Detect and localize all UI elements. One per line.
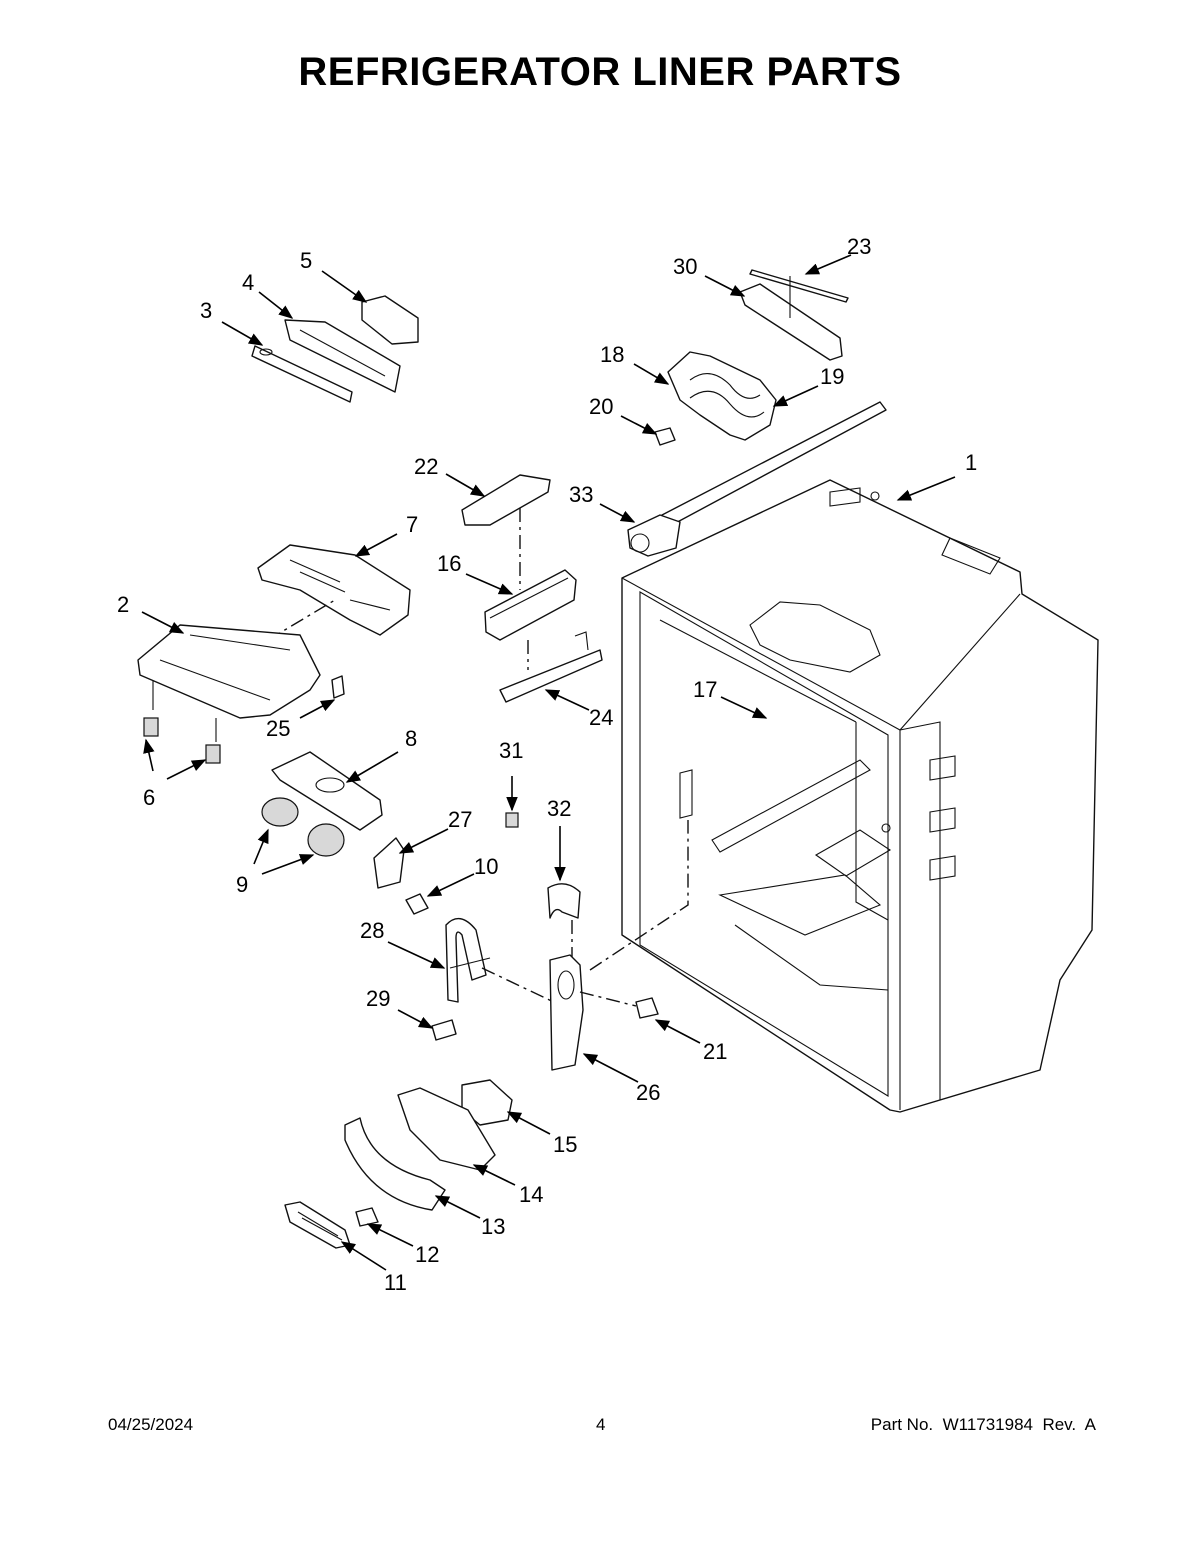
part-14-shroud [397,1087,496,1171]
callout-7: 7 [406,512,418,537]
callout-16: 16 [437,551,461,576]
callout-9: 9 [236,872,248,897]
callout-13: 13 [481,1214,505,1239]
part-18-heater [667,351,777,441]
part-27-bracket [373,837,405,889]
page-title: REFRIGERATOR LINER PARTS [298,50,902,94]
callout-1: 1 [965,450,977,475]
part-6-clip-a [143,717,159,737]
part-22-bracket [461,474,551,526]
callout-25: 25 [266,716,290,741]
callout-19: 19 [820,364,844,389]
part-10-clip [405,893,429,915]
callout-23: 23 [847,234,871,259]
callout-26: 26 [636,1080,660,1105]
footer-date: 04/25/2024 [108,1415,194,1434]
callout-28: 28 [360,918,384,943]
part-8-housing [271,751,383,831]
callout-30: 30 [673,254,697,279]
callout-27: 27 [448,807,472,832]
assembly-line-26-1 [589,820,689,971]
callout-2: 2 [117,592,129,617]
leader-arrows [141,254,956,1271]
callout-20: 20 [589,394,613,419]
callout-3: 3 [200,298,212,323]
part-20-screw [654,427,676,446]
part-7-air-tower [257,544,411,636]
part-33-sensor-harness [627,401,887,557]
assembly-line-28-26 [481,967,561,1006]
callout-32: 32 [547,796,571,821]
callout-15: 15 [553,1132,577,1157]
part-11-grille [284,1201,351,1249]
callout-33: 33 [569,482,593,507]
part-16-fan [484,569,577,641]
callout-5: 5 [300,248,312,273]
callout-17: 17 [693,677,717,702]
callout-24: 24 [589,705,613,730]
footer-page-number: 4 [596,1415,606,1434]
callout-labels: 1 2 3 4 5 6 7 8 9 10 11 12 13 14 15 16 1… [117,234,977,1295]
callout-14: 14 [519,1182,543,1207]
part-23-rod [749,269,849,303]
part-2-cover [137,624,321,719]
callout-10: 10 [474,854,498,879]
part-1-liner [621,479,1099,1113]
part-6-clip-b [205,744,221,764]
callout-18: 18 [600,342,624,367]
callout-22: 22 [414,454,438,479]
part-26-housing [549,954,584,1071]
callout-21: 21 [703,1039,727,1064]
callout-4: 4 [242,270,254,295]
callout-12: 12 [415,1242,439,1267]
callout-11: 11 [384,1270,407,1295]
part-9-damper-a [261,797,299,827]
part-32-cover [547,883,581,919]
callout-8: 8 [405,726,417,751]
assembly-line-26-21 [579,991,637,1007]
callout-29: 29 [366,986,390,1011]
part-25-clip [331,675,345,699]
part-28-tube [445,917,491,1003]
part-12-screw [355,1207,379,1227]
callout-31: 31 [499,738,523,763]
footer-part-number: Part No. W11731984 Rev. A [870,1415,1096,1434]
part-5-bracket [361,295,419,345]
part-31-clip [505,812,519,828]
callout-6: 6 [143,785,155,810]
part-30-bracket [739,276,843,361]
part-21-screw [635,997,659,1019]
part-9-damper-b [307,823,345,857]
part-4-control-housing [284,319,401,393]
part-29-clip [431,1019,457,1041]
part-3-overlay [251,345,353,403]
part-24-duct [499,631,603,703]
